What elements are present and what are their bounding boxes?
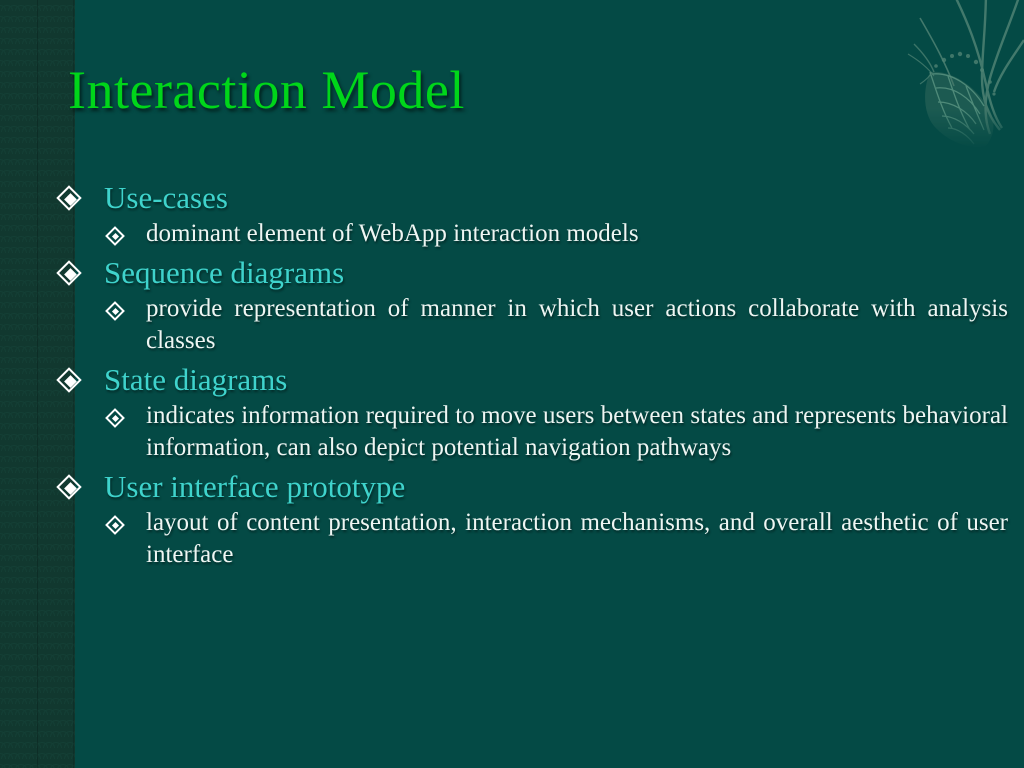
- diamond-bullet-icon: [56, 473, 82, 500]
- diamond-bullet-icon: [56, 259, 82, 286]
- list-item-label: provide representation of manner in whic…: [146, 294, 1008, 355]
- list-item-label: User interface prototype: [104, 468, 406, 504]
- bullet-list: Use-cases dominant element of WebApp int…: [56, 178, 1008, 572]
- list-item-label: Use-cases: [104, 180, 228, 215]
- list-item: layout of content presentation, interact…: [105, 507, 1008, 572]
- diamond-bullet-icon: [56, 366, 82, 393]
- diamond-bullet-icon: [105, 407, 126, 429]
- left-decorative-band: [0, 0, 75, 768]
- list-item: provide representation of manner in whic…: [105, 293, 1008, 358]
- list-item: indicates information required to move u…: [105, 400, 1008, 465]
- list-item-label: indicates information required to move u…: [146, 401, 1008, 462]
- list-item-label: dominant element of WebApp interaction m…: [146, 220, 639, 248]
- list-item-label: State diagrams: [104, 361, 288, 397]
- band-seam-line: [37, 0, 38, 768]
- list-item: Use-cases: [56, 178, 1008, 217]
- diamond-bullet-icon: [56, 185, 82, 211]
- list-item: User interface prototype: [56, 467, 1008, 506]
- list-item-label: Sequence diagrams: [104, 254, 345, 290]
- band-texture-pattern: [0, 0, 75, 768]
- diamond-bullet-icon: [105, 300, 126, 322]
- page-title: Interaction Model: [68, 60, 465, 120]
- diamond-bullet-icon: [105, 226, 126, 247]
- list-item: dominant element of WebApp interaction m…: [105, 218, 1008, 251]
- list-item: State diagrams: [56, 360, 1008, 399]
- floral-vine-motif-icon: [890, 0, 1024, 150]
- list-item-label: layout of content presentation, interact…: [146, 508, 1008, 569]
- diamond-bullet-icon: [105, 514, 126, 536]
- list-item: Sequence diagrams: [56, 253, 1008, 292]
